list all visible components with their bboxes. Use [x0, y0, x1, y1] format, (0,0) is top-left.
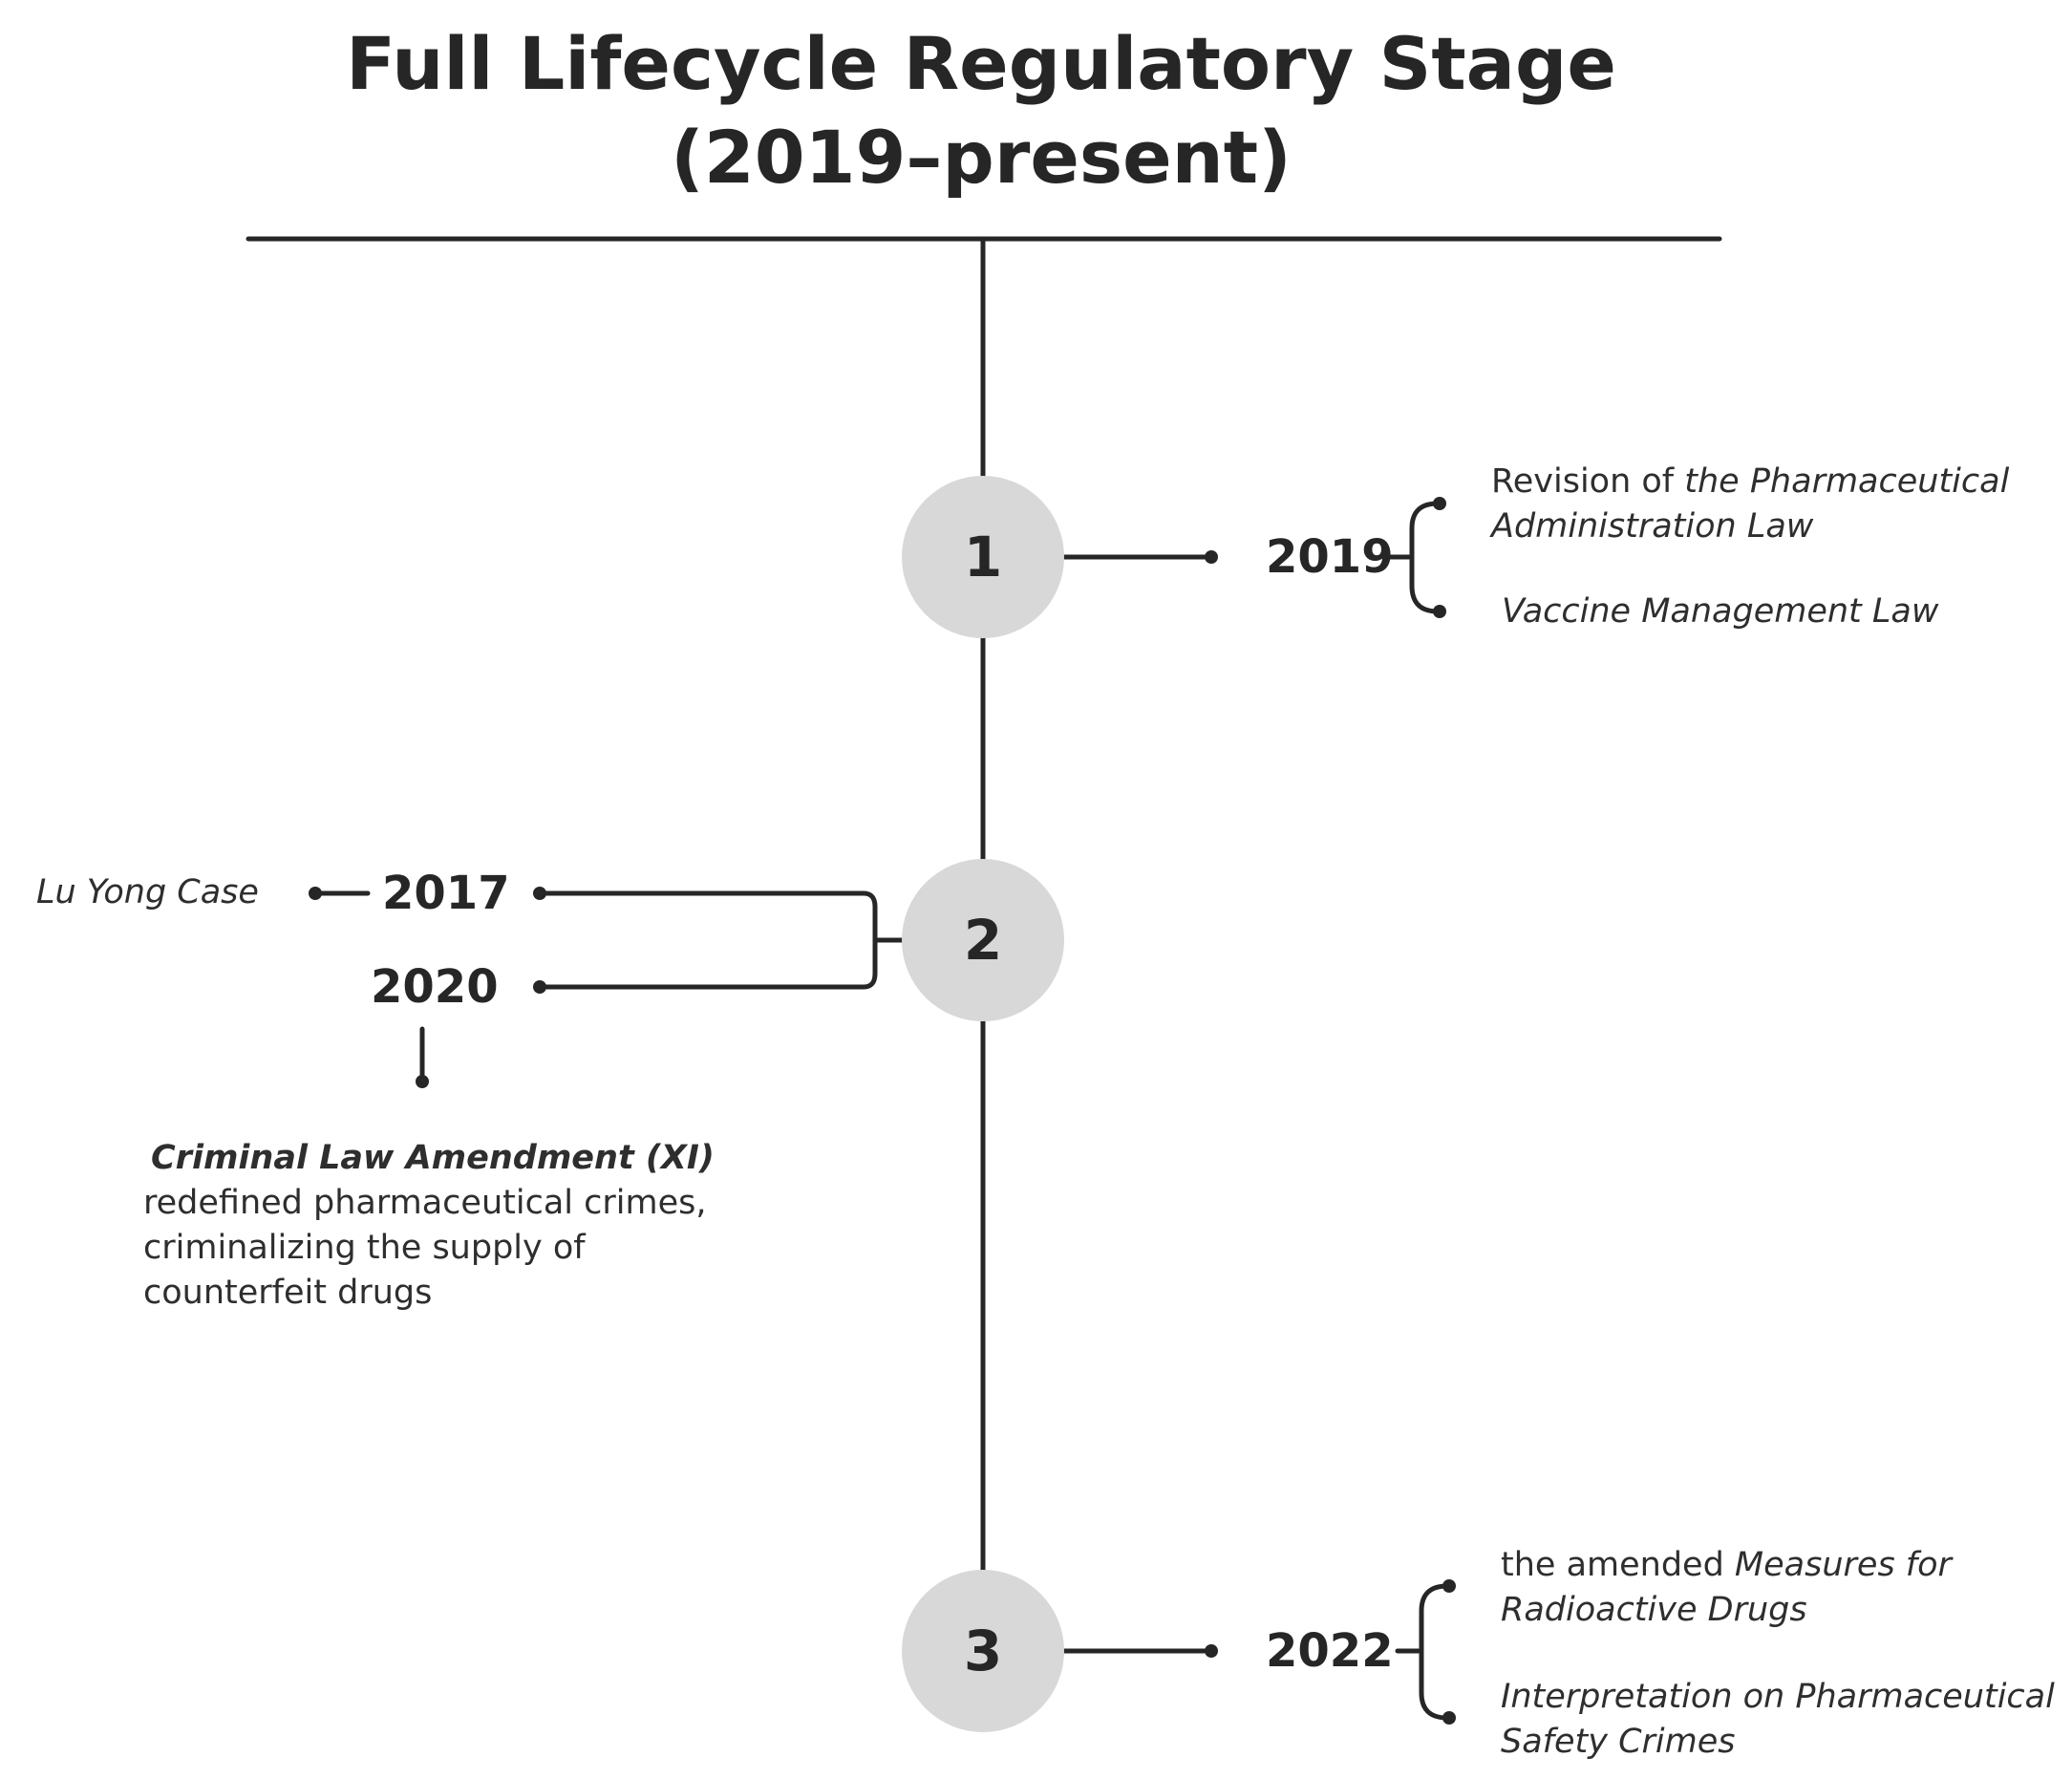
stage2-year-b-dot: [533, 980, 546, 994]
stage2-year-b-title-line: Criminal Law Amendment (XI): [143, 1136, 715, 1181]
stage3-event-b-italic-2: Safety Crimes: [1501, 1723, 1736, 1761]
stage2-year-a: 2017: [382, 867, 510, 920]
diagram-title: Full Lifecycle Regulatory Stage (2019–pr…: [0, 17, 1962, 204]
stage3-event-a: the amended Measures for Radioactive Dru…: [1501, 1543, 1952, 1633]
stage3-event-b: Interpretation on Pharmaceutical Safety …: [1501, 1675, 2055, 1765]
stage1-event-a-italic-1: the Pharmaceutical: [1684, 462, 2010, 501]
stage2-year-a-event-text: Lu Yong Case: [36, 873, 259, 911]
stage3-event-a-line1: the amended Measures for: [1501, 1543, 1952, 1588]
stage2-year-b-desc-3: counterfeit drugs: [143, 1274, 433, 1312]
stage2-year-a-event: Lu Yong Case: [36, 870, 259, 915]
stage1-event-b-text: Vaccine Management Law: [1502, 592, 1939, 631]
stage3-brace: [1419, 1583, 1450, 1721]
stage1-event-a-line1: Revision of the Pharmaceutical: [1491, 460, 2009, 504]
stage3-event-a-prefix: the amended: [1501, 1546, 1735, 1584]
stage3-brace-dot-bottom: [1442, 1711, 1456, 1725]
stage1-connector-dot: [1205, 550, 1218, 564]
stage1-year: 2019: [1266, 530, 1394, 584]
stage-node-2-label: 2: [963, 908, 1003, 973]
stage3-event-a-line2: Radioactive Drugs: [1501, 1588, 1952, 1633]
title-line-1: Full Lifecycle Regulatory Stage: [346, 21, 1616, 106]
stage2-year-b-desc-2: criminalizing the supply of: [143, 1229, 586, 1267]
stage2-year-a-dot: [533, 887, 546, 900]
stage1-event-b: Vaccine Management Law: [1502, 589, 1938, 634]
stage2-year-b-desc-1: redefined pharmaceutical crimes,: [143, 1184, 707, 1222]
stage1-brace-dot-top: [1433, 497, 1446, 510]
stage2-year-b: 2020: [371, 960, 499, 1014]
stage3-event-a-italic-2: Radioactive Drugs: [1501, 1591, 1807, 1629]
stage1-event-a: Revision of the Pharmaceutical Administr…: [1491, 460, 2009, 549]
stage-node-3: 3: [902, 1570, 1064, 1732]
stage-node-3-label: 3: [963, 1618, 1003, 1683]
stage2-year-b-title: Criminal Law Amendment (XI): [151, 1139, 715, 1177]
stage3-brace-dot-top: [1442, 1579, 1456, 1593]
stage1-event-a-line2: Administration Law: [1491, 504, 2009, 549]
stage3-connector-dot: [1205, 1644, 1218, 1658]
stage-node-2: 2: [902, 859, 1064, 1021]
stage3-event-b-italic-1: Interpretation on Pharmaceutical: [1501, 1678, 2055, 1716]
stage3-year: 2022: [1266, 1624, 1394, 1678]
stage2-year-b-event: Criminal Law Amendment (XI) redefined ph…: [143, 1136, 715, 1316]
stage2-lu-yong-dot: [309, 887, 322, 900]
stage2-2020-down-dot: [416, 1075, 429, 1088]
stage1-brace: [1409, 501, 1441, 614]
stage1-event-a-italic-2: Administration Law: [1491, 507, 1814, 546]
stage3-event-a-italic-1: Measures for: [1734, 1546, 1952, 1584]
stage-node-1-label: 1: [963, 525, 1003, 589]
stage1-event-a-prefix: Revision of: [1491, 462, 1685, 501]
title-line-2: (2019–present): [671, 115, 1292, 200]
stage3-event-b-line1: Interpretation on Pharmaceutical: [1501, 1675, 2055, 1720]
stage-node-1: 1: [902, 476, 1064, 638]
stage3-event-b-line2: Safety Crimes: [1501, 1720, 2055, 1765]
stage1-brace-dot-bottom: [1433, 605, 1446, 618]
